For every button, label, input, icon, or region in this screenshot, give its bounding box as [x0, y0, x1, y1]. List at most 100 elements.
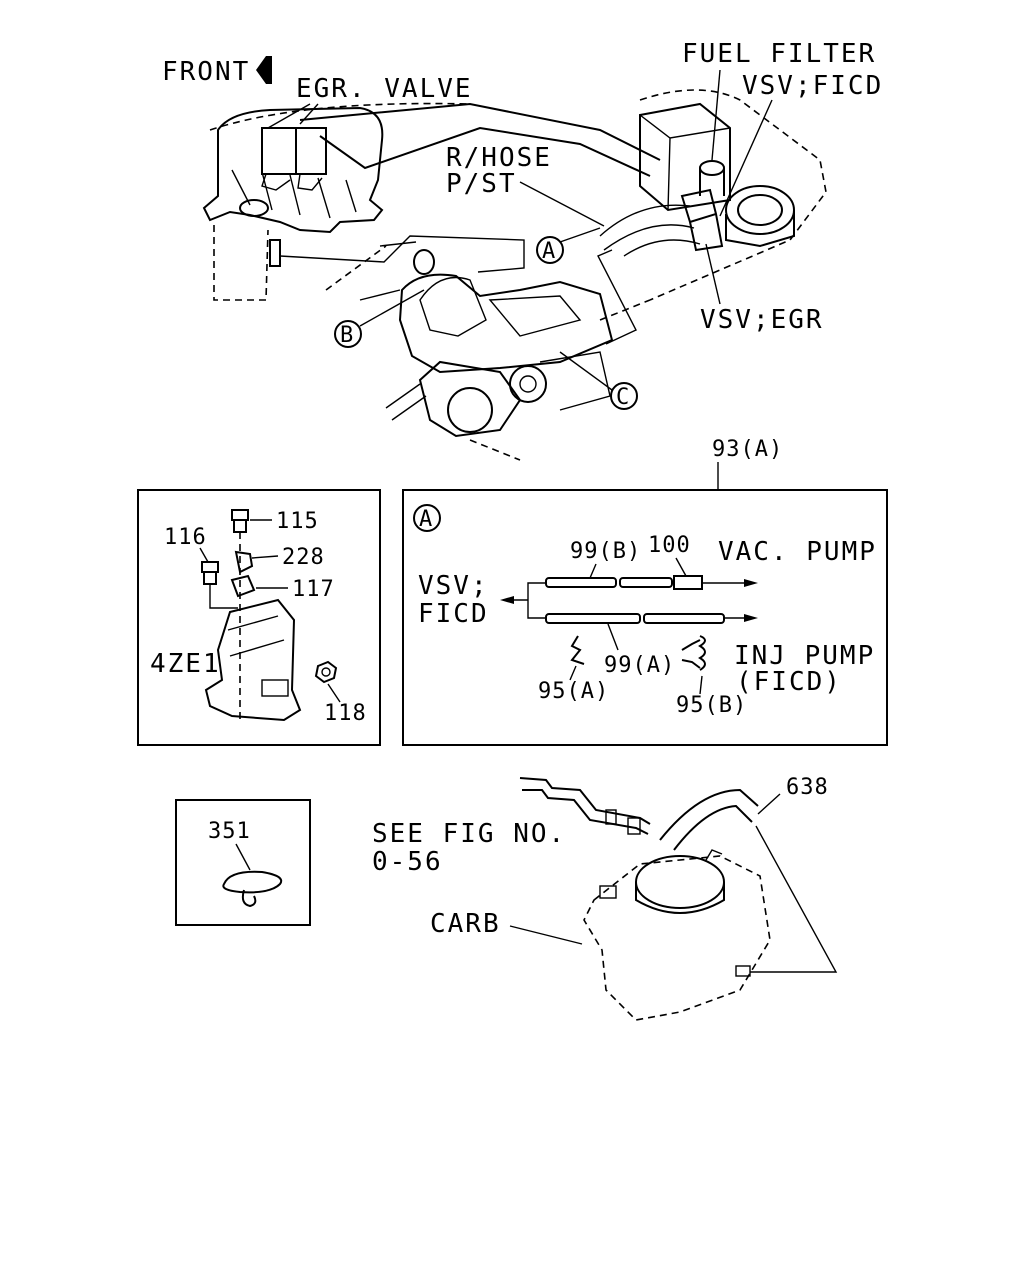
left-detail-panel: 115 116 228 117 4ZE1 118: [137, 489, 381, 746]
part-351-label: 351: [208, 819, 251, 844]
part-228-label: 228: [282, 545, 325, 570]
engine-4ze1: [204, 598, 302, 722]
detail-a-circle-label: A: [419, 507, 433, 532]
vac-pump-label: VAC. PUMP: [718, 537, 877, 567]
clip-351-panel: 351: [175, 799, 311, 926]
fuel-filter-label: FUEL FILTER: [682, 39, 876, 69]
part-100-leader: [675, 557, 687, 577]
vsv-hoses: [599, 204, 701, 257]
battery-edges: [639, 114, 731, 211]
pipe-fitting-2: [627, 817, 641, 835]
left-panel-frame: [137, 489, 381, 746]
part-95a-leader: [569, 665, 577, 681]
mount-pad: [261, 679, 289, 697]
clip-351-loop: [222, 870, 283, 894]
bolt-116-leader: [199, 547, 209, 563]
carb-horn-wall: [635, 882, 725, 914]
hose-638-outer: [659, 788, 759, 841]
hood-outline: [209, 102, 471, 131]
air-cleaner-ring: [725, 185, 795, 235]
injection-pump: [488, 295, 582, 337]
sensor-connector: [269, 239, 281, 267]
see-fig-line1: SEE FIG NO.: [372, 819, 566, 849]
front-label: FRONT: [162, 57, 250, 87]
clip-95b-spring: [698, 635, 706, 671]
vsv-ficd-line2: FICD: [418, 599, 489, 629]
harness-line: [279, 235, 525, 273]
clip-95b-jaws: [681, 639, 701, 669]
egr-valve-body-2: [295, 127, 327, 175]
clip-351-frame: [175, 799, 311, 926]
breather-pipe-upper: [519, 777, 651, 825]
egr-valve-label: EGR. VALVE: [296, 74, 473, 104]
part-116-label: 116: [164, 525, 207, 550]
engine-detail: [359, 241, 417, 301]
alternator: [418, 360, 522, 438]
detail-a-panel: 93(A) A 99(B) 100 VAC. PUMP VSV; FICD 99…: [402, 437, 888, 746]
pump-pulley-hub: [519, 375, 537, 393]
intake-manifold: [202, 106, 384, 234]
callout-a-leader: [559, 227, 601, 243]
bolt-116-head: [201, 561, 219, 573]
carb-vent: [705, 849, 723, 861]
hose-99a-1: [545, 613, 641, 624]
see-fig-line2: 0-56: [372, 847, 443, 877]
vsv-ficd-leader: [719, 99, 773, 217]
fuel-filter-leader: [711, 69, 721, 161]
callout-a-label: A: [542, 239, 556, 264]
bolt-116-line: [209, 584, 238, 609]
part-117-label: 117: [292, 577, 335, 602]
carb-air-horn: [635, 855, 725, 909]
vsv-egr-label: VSV;EGR: [700, 305, 824, 335]
ref-93a-label: 93(A): [712, 437, 783, 462]
callout-b-circle: [334, 320, 362, 348]
bolt-115-head: [231, 509, 249, 521]
engine-code-label: 4ZE1: [150, 649, 221, 679]
throttle-body: [413, 249, 435, 275]
part-118-label: 118: [324, 701, 367, 726]
hose-99b-2: [619, 577, 673, 588]
part-95b-leader: [699, 675, 703, 695]
nut-118-hole: [321, 667, 331, 677]
engine-block-dashed: [213, 225, 269, 301]
hose-99a-2: [643, 613, 725, 624]
nut-118: [314, 660, 338, 684]
air-cleaner-body: [725, 210, 795, 248]
vsv-ficd-line1: VSV;: [418, 571, 489, 601]
carb-body: [583, 855, 771, 1021]
detail-a-frame: [402, 489, 888, 746]
clip-228: [234, 550, 254, 574]
callout-c-label: C: [616, 385, 630, 410]
part-351-leader: [235, 843, 251, 871]
nut-118-leader: [327, 683, 341, 703]
vsv-cluster: [680, 188, 724, 252]
manifold-port: [239, 199, 269, 217]
intake-elbow: [419, 276, 487, 337]
timing-cover: [539, 351, 611, 411]
vacuum-line-upper: [299, 102, 661, 161]
part-99a-label: 99(A): [604, 653, 675, 678]
fuel-filter-top: [699, 160, 725, 176]
manifold-runners: [231, 169, 357, 219]
bolt-116-shank: [203, 571, 217, 585]
arrow-left-icon: [500, 596, 514, 604]
engine-4ze1-detail: [227, 615, 285, 657]
egr-valve-body: [261, 127, 297, 175]
part-638-leader: [757, 793, 781, 815]
engine-block: [398, 273, 614, 374]
harness-loop: [597, 249, 637, 345]
breather-pipe-lower: [522, 789, 649, 835]
connector-100: [673, 575, 703, 590]
hose-638-inner: [673, 804, 753, 851]
engine-illustration: FRONT EGR. VALVE R/HOSE P/ST FUEL FILTER…: [162, 39, 881, 461]
pipe-fitting-1: [605, 809, 617, 825]
inj-pump-line2: (FICD): [736, 667, 842, 697]
clip-95a: [570, 635, 585, 665]
part-95a-label: 95(A): [538, 679, 609, 704]
hose-99b-1: [545, 577, 617, 588]
carb-fitting: [599, 885, 617, 899]
part-100-label: 100: [648, 533, 691, 558]
callout-a-circle: [536, 236, 564, 264]
part-99b-label: 99(B): [570, 539, 641, 564]
